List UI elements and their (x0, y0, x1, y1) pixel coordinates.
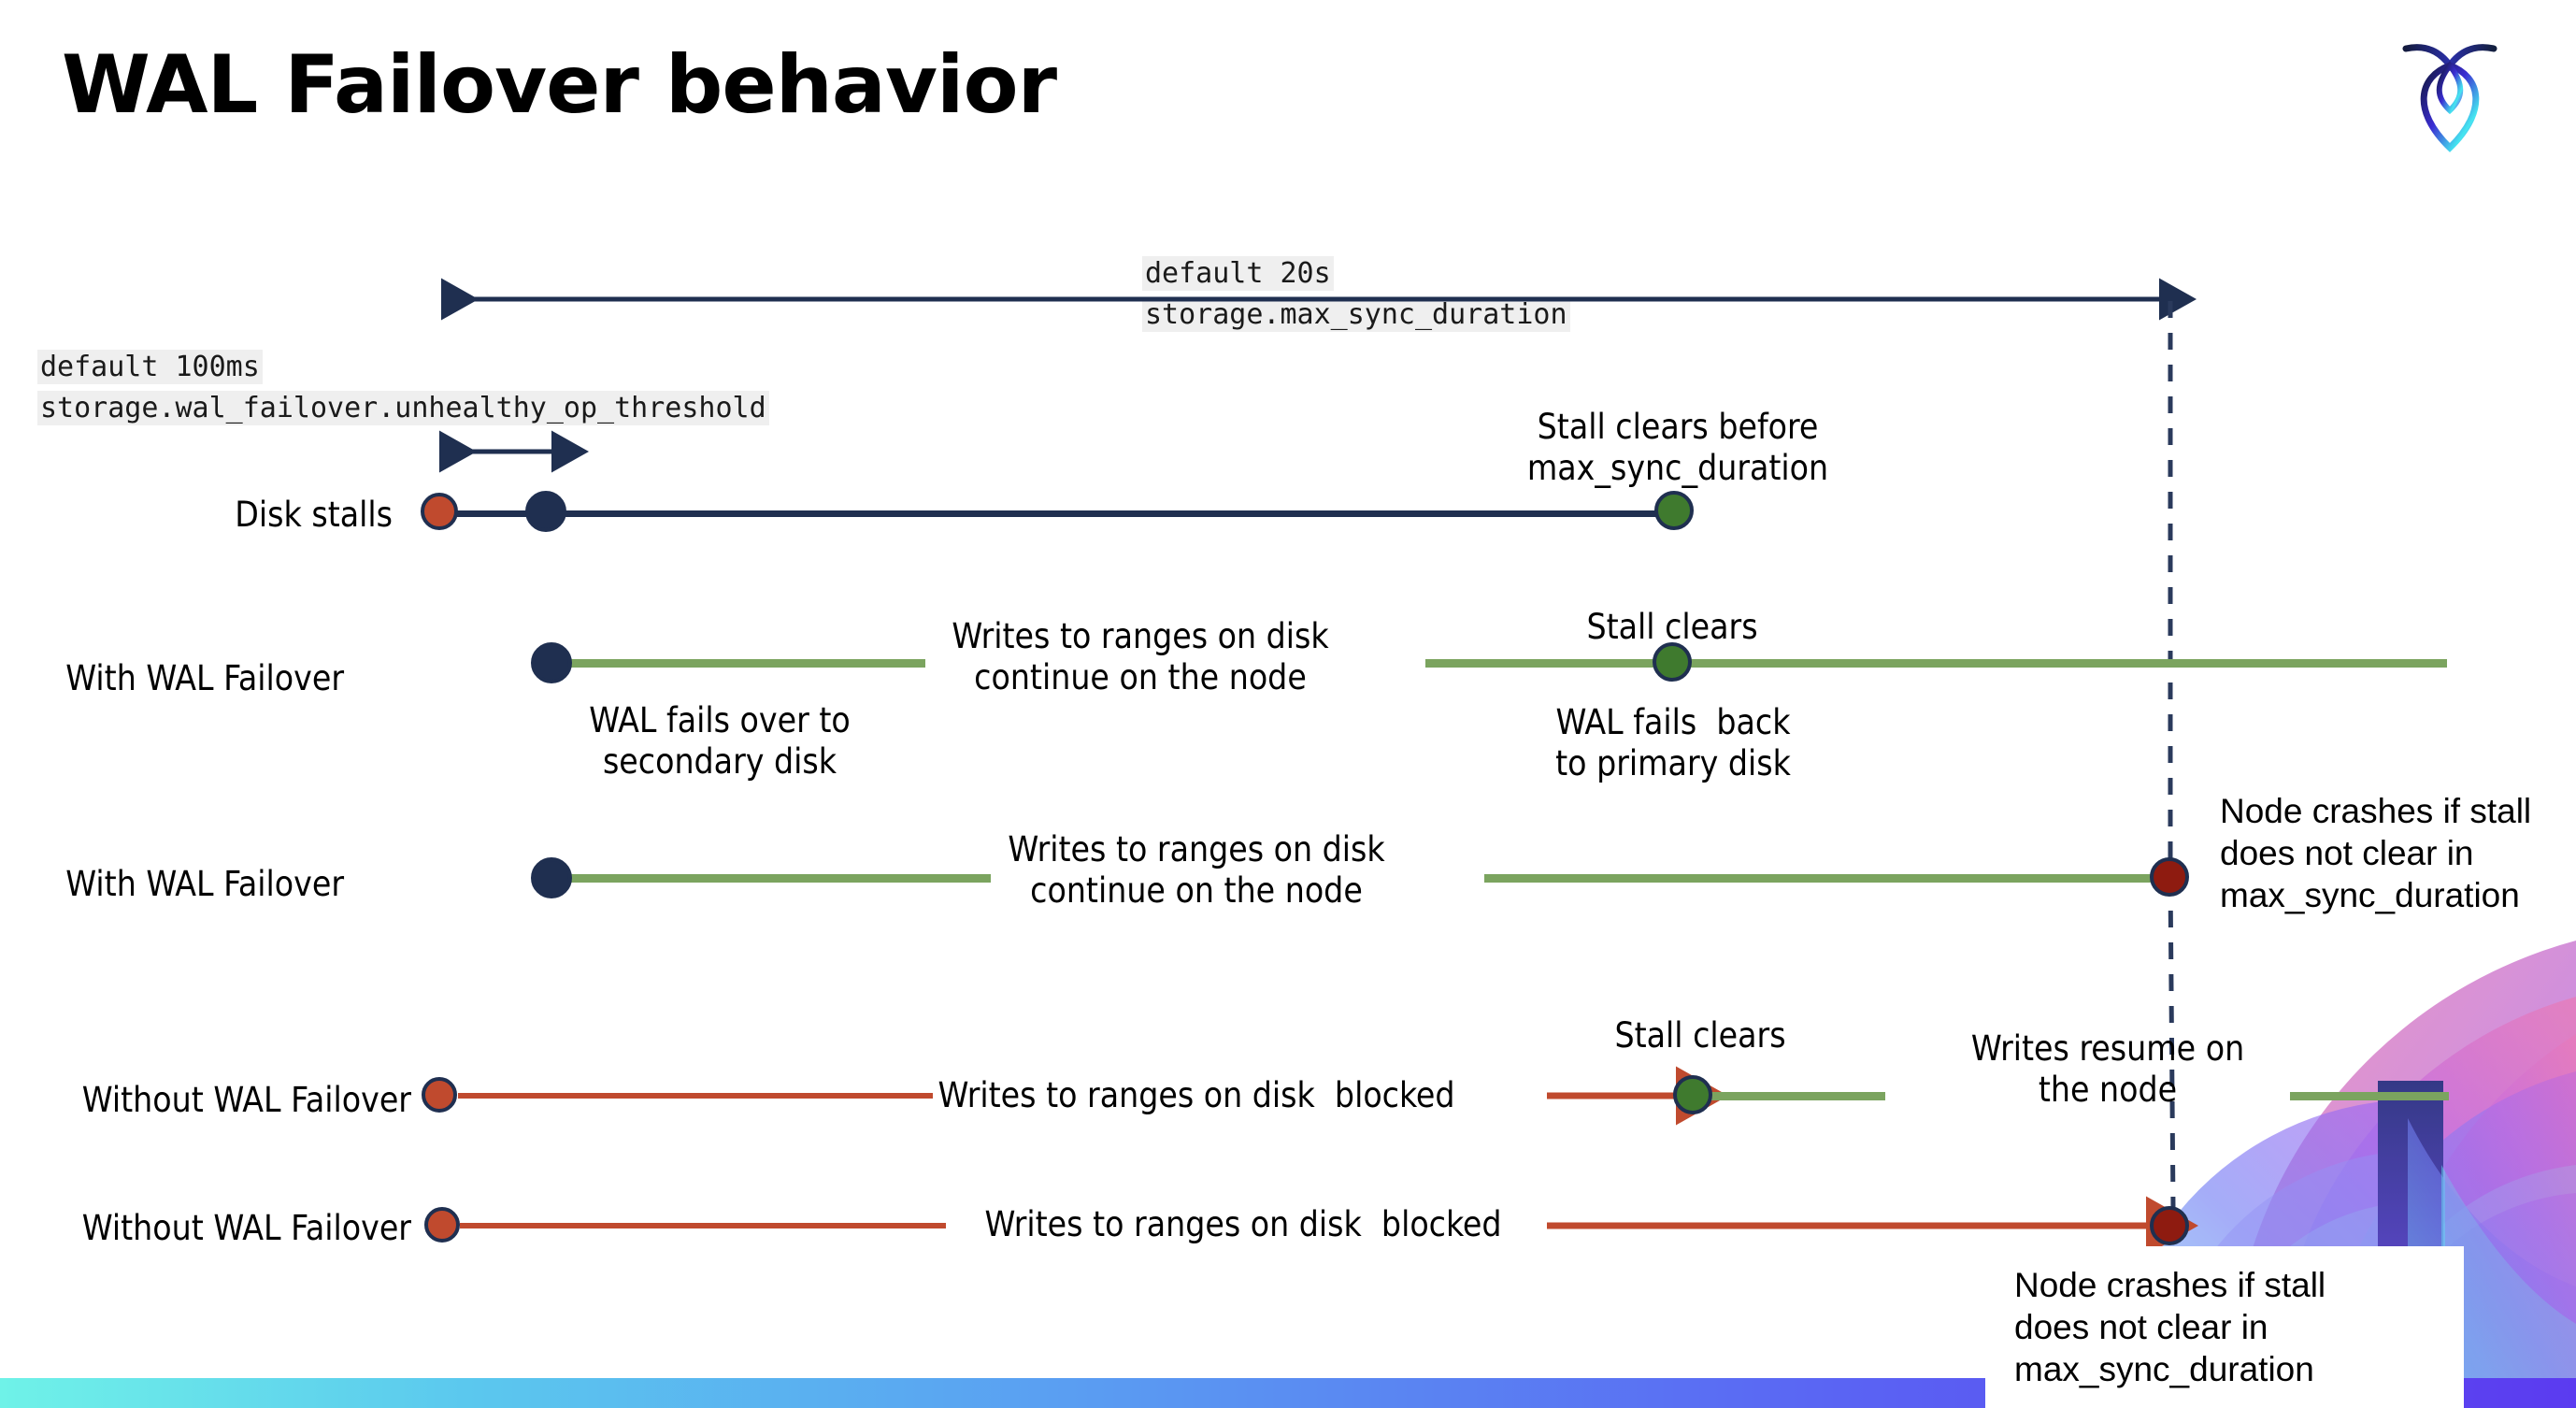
row5-node-crash-dot (2150, 1206, 2189, 1245)
row4-green-line-right (2290, 1092, 2449, 1100)
row5-stall-start-dot (424, 1207, 460, 1243)
row-label-with-wal-failover-2: With WAL Failover (65, 864, 344, 904)
row2-failover-dot (531, 642, 572, 683)
row4-green-line-mid (1694, 1092, 1885, 1100)
row4-annotation-stall-clears: Stall clears (1614, 1015, 1786, 1056)
row2-annotation-stall-clears: Stall clears (1586, 607, 1758, 647)
row4-annotation-writes-resume: Writes resume on the node (1970, 1028, 2245, 1111)
row2-green-line-left (551, 659, 925, 668)
row5-annotation-node-crashes: Node crashes if stall does not clear in … (2014, 1266, 2326, 1389)
row5-red-line-left (460, 1223, 946, 1228)
row3-node-crash-dot (2150, 857, 2189, 897)
row2-annotation-wal-fails-back: WAL fails back to primary disk (1555, 702, 1791, 784)
row2-green-line-right (1425, 659, 2447, 668)
row1-stall-clear-dot (1654, 491, 1694, 530)
row4-stall-start-dot (422, 1077, 457, 1113)
row-label-disk-stalls: Disk stalls (235, 495, 393, 535)
row3-annotation-writes-continue: Writes to ranges on disk continue on the… (1008, 829, 1385, 912)
row5-annotation-writes-blocked: Writes to ranges on disk blocked (984, 1204, 1502, 1244)
row4-annotation-writes-blocked: Writes to ranges on disk blocked (937, 1075, 1455, 1115)
row4-red-line-left (458, 1093, 933, 1099)
row3-annotation-node-crashes: Node crashes if stall does not clear in … (2220, 792, 2532, 915)
row3-green-line-left (551, 874, 991, 883)
row2-annotation-wal-fails-over: WAL fails over to secondary disk (589, 700, 851, 783)
row1-stall-start-dot (421, 493, 458, 530)
node-crash-callout-backdrop (1985, 1246, 2464, 1408)
row-label-without-wal-failover-1: Without WAL Failover (81, 1080, 411, 1120)
max-sync-default-label: default 20s (1142, 256, 1334, 292)
unhealthy-default-label: default 100ms (37, 350, 263, 385)
row4-stall-clear-dot (1673, 1075, 1712, 1114)
row1-failover-point-dot (525, 491, 566, 532)
row3-failover-dot (531, 857, 572, 898)
row1-annotation-stall-clears-before: Stall clears before max_sync_duration (1526, 407, 1829, 489)
row-label-with-wal-failover-1: With WAL Failover (65, 658, 344, 698)
row3-green-line-right (1484, 874, 2167, 883)
unhealthy-setting-label: storage.wal_failover.unhealthy_op_thresh… (37, 391, 769, 426)
row2-stall-clear-dot (1653, 642, 1692, 682)
row-label-without-wal-failover-2: Without WAL Failover (81, 1208, 411, 1248)
row1-navy-line (441, 510, 1684, 517)
cockroachdb-logo-icon (2402, 44, 2497, 152)
row2-annotation-writes-continue: Writes to ranges on disk continue on the… (952, 616, 1329, 698)
max-sync-setting-label: storage.max_sync_duration (1142, 297, 1570, 333)
page-title: WAL Failover behavior (62, 38, 1057, 132)
